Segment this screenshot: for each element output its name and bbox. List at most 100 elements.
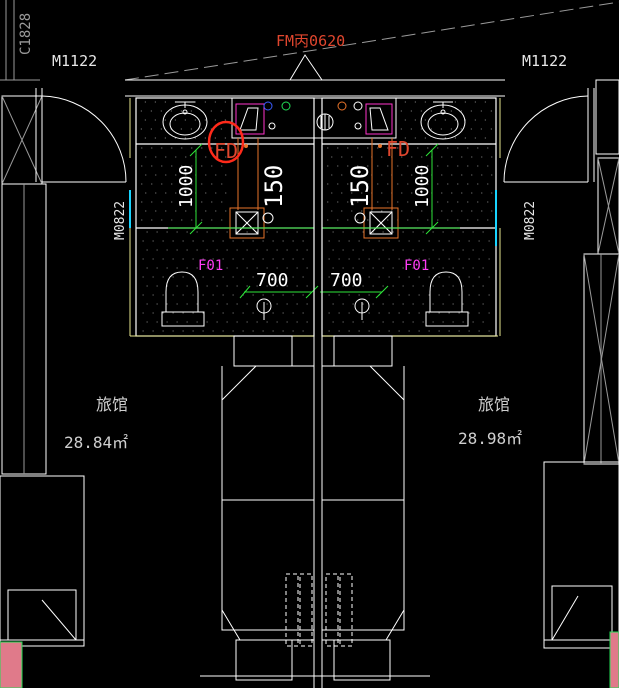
hatch-dot [306, 285, 308, 287]
hatch-dot [452, 267, 454, 269]
damper-marker-right [378, 144, 382, 148]
hatch-dot [417, 183, 419, 185]
hatch-dot [460, 128, 462, 130]
hatch-dot [146, 231, 148, 233]
hatch-dot [142, 276, 144, 278]
fire-door-label: FM丙0620 [276, 32, 345, 50]
hatch-dot [327, 165, 329, 167]
hatch-dot [478, 330, 480, 332]
hatch-dot [194, 119, 196, 121]
hatch-dot [467, 147, 469, 149]
hatch-dot [421, 210, 423, 212]
hatch-dot [401, 192, 403, 194]
hatch-dot [482, 267, 484, 269]
hatch-dot [462, 249, 464, 251]
hatch-dot [421, 192, 423, 194]
hatch-dot [282, 240, 284, 242]
hatch-dot [388, 330, 390, 332]
pipe-blue [263, 101, 273, 111]
hatch-dot [236, 303, 238, 305]
hatch-dot [442, 231, 444, 233]
hatch-dot [182, 240, 184, 242]
hatch-dot [441, 192, 443, 194]
hatch-dot [182, 258, 184, 260]
hatch-dot [461, 174, 463, 176]
hatch-dot [211, 165, 213, 167]
pink-block-right [609, 631, 619, 688]
hatch-dot [362, 231, 364, 233]
hatch-dot [232, 294, 234, 296]
hatch-dot [387, 201, 389, 203]
hatch-dot [232, 258, 234, 260]
hatch-dot [206, 321, 208, 323]
hatch-dot [151, 165, 153, 167]
hatch-dot [377, 201, 379, 203]
hatch-dot [358, 294, 360, 296]
hatch-dot [417, 201, 419, 203]
hatch-dot [328, 276, 330, 278]
hatch-dot [160, 110, 162, 112]
hatch-dot [266, 267, 268, 269]
hatch-dot [216, 285, 218, 287]
hatch-dot [338, 294, 340, 296]
hatch-dot [166, 231, 168, 233]
hatch-dot [387, 183, 389, 185]
dim-700-right: 700 [330, 270, 363, 291]
hatch-dot [156, 249, 158, 251]
hatch-dot [212, 276, 214, 278]
bed-left [0, 475, 85, 647]
hatch-dot [487, 219, 489, 221]
hatch-dot [232, 240, 234, 242]
hatch-dot [256, 249, 258, 251]
hatch-dot [292, 312, 294, 314]
hatch-dot [292, 330, 294, 332]
hatch-dot [252, 312, 254, 314]
hatch-dot [408, 294, 410, 296]
hatch-dot [378, 258, 380, 260]
hatch-dot [145, 156, 147, 158]
hatch-dot [402, 231, 404, 233]
hatch-dot [417, 147, 419, 149]
hatch-dot [447, 201, 449, 203]
hatch-dot [414, 119, 416, 121]
hatch-dot [256, 267, 258, 269]
hatch-dot [438, 240, 440, 242]
hatch-dot [272, 276, 274, 278]
hatch-dot [388, 294, 390, 296]
hatch-dot [166, 303, 168, 305]
bed-right [543, 461, 619, 649]
hatch-dot [296, 267, 298, 269]
pipe-white-small-2 [268, 122, 276, 130]
hatch-dot [151, 183, 153, 185]
hatch-dot [474, 119, 476, 121]
hatch-dot [181, 165, 183, 167]
hatch-dot [216, 303, 218, 305]
hatch-dot [468, 240, 470, 242]
hatch-dot [172, 294, 174, 296]
hatch-dot [488, 312, 490, 314]
hatch-dot [296, 285, 298, 287]
hatch-dot [184, 119, 186, 121]
hatch-dot [480, 110, 482, 112]
dimension-lines [168, 143, 460, 299]
hatch-dot [458, 240, 460, 242]
hatch-dot [434, 119, 436, 121]
hatch-dot [211, 183, 213, 185]
hatch-dot [381, 156, 383, 158]
hatch-dot [165, 210, 167, 212]
door-label-left: M1122 [52, 52, 97, 70]
hatch-dot [462, 231, 464, 233]
hatch-dot [418, 312, 420, 314]
duct-left [229, 138, 265, 239]
hatch-dot [407, 165, 409, 167]
hatch-dot [414, 137, 416, 139]
hatch-dot [452, 285, 454, 287]
hatch-dot [422, 231, 424, 233]
hatch-dot [442, 267, 444, 269]
hatch-dot [204, 101, 206, 103]
hatch-dot [368, 330, 370, 332]
hatch-dot [478, 294, 480, 296]
hatch-dot [457, 183, 459, 185]
hatch-dot [206, 267, 208, 269]
hatch-dot [172, 240, 174, 242]
